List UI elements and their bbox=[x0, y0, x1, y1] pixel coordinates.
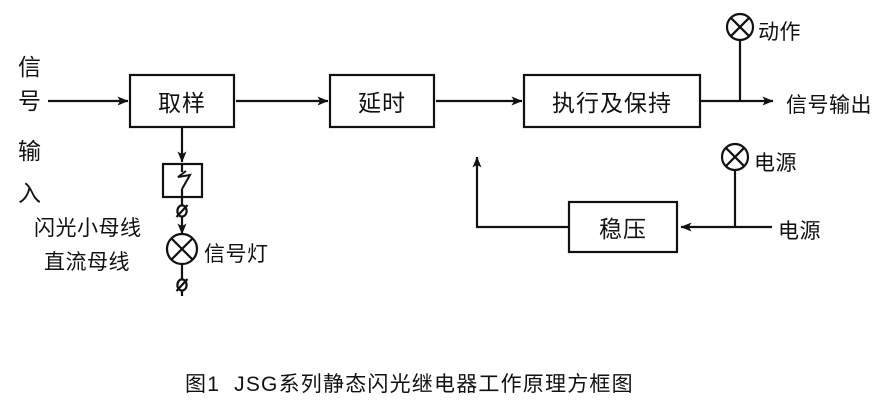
block-label-delay: 延时 bbox=[358, 90, 406, 116]
wire-regulator-feedback bbox=[472, 156, 569, 229]
block-label-regulator: 稳压 bbox=[599, 216, 647, 242]
block-delay-rect bbox=[328, 73, 436, 129]
block-label-sampling: 取样 bbox=[158, 90, 206, 116]
terminal-lower-icon bbox=[175, 278, 189, 292]
signal-input-char-1: 信 bbox=[18, 54, 41, 80]
power-lamp-icon bbox=[720, 142, 750, 172]
signal-input-char-2: 号 bbox=[18, 88, 41, 114]
terminal-upper-icon bbox=[175, 204, 189, 218]
figure-caption: 图1 JSG系列静态闪光继电器工作原理方框图 bbox=[185, 373, 634, 396]
signal-input-char-3: 输 bbox=[18, 138, 41, 164]
signal-lamp-label: 信号灯 bbox=[204, 243, 269, 266]
signal-input-char-4: 入 bbox=[18, 180, 41, 206]
switch-blade bbox=[177, 170, 192, 190]
signal-output-label: 信号输出 bbox=[786, 94, 872, 117]
dc-bus-label: 直流母线 bbox=[44, 251, 130, 274]
power-lamp-label: 电源 bbox=[754, 152, 797, 175]
action-lamp-icon bbox=[725, 12, 755, 42]
power-source-label: 电源 bbox=[778, 220, 821, 243]
action-label: 动作 bbox=[758, 21, 801, 44]
block-label-execute-hold: 执行及保持 bbox=[552, 90, 672, 116]
signal-lamp-icon bbox=[165, 232, 199, 266]
block-sampling-rect bbox=[128, 73, 236, 129]
flash-small-bus-label: 闪光小母线 bbox=[34, 217, 142, 240]
